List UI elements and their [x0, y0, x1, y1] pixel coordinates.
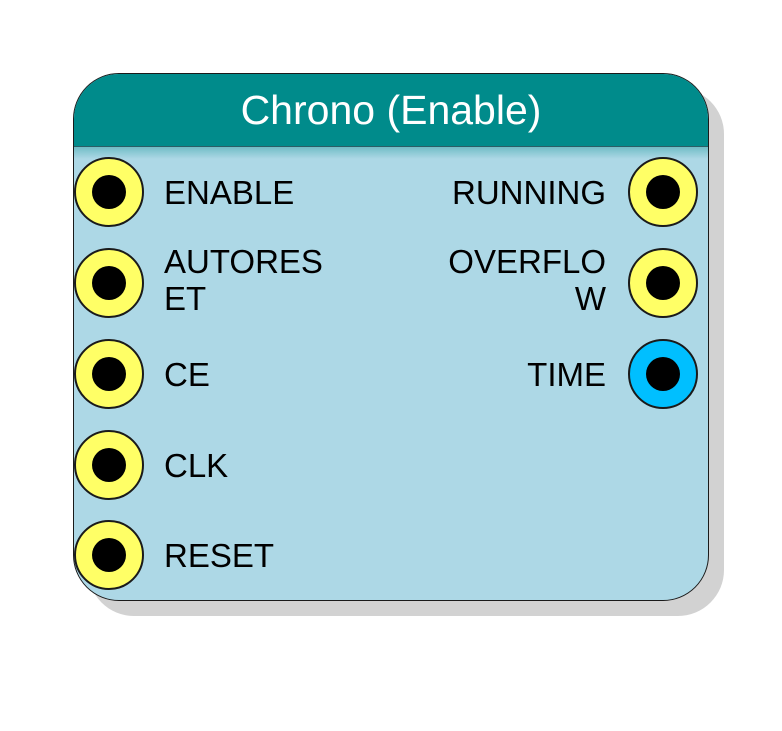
input-pin-reset[interactable]: [74, 520, 144, 590]
input-label-enable: ENABLE: [164, 174, 295, 211]
input-label-ce: CE: [164, 356, 210, 393]
output-label-time: TIME: [527, 356, 606, 393]
input-pin-autoreset[interactable]: [74, 248, 144, 318]
header-fade: [74, 147, 708, 159]
pin-hole: [646, 357, 680, 391]
block-header: Chrono (Enable): [74, 74, 708, 147]
output-label-overflow: OVERFLO W: [448, 243, 606, 317]
input-label-autoreset: AUTORES ET: [164, 243, 323, 317]
input-pin-enable[interactable]: [74, 157, 144, 227]
input-pin-ce[interactable]: [74, 339, 144, 409]
output-pin-time[interactable]: [628, 339, 698, 409]
pin-hole: [646, 175, 680, 209]
pin-hole: [92, 175, 126, 209]
pin-hole: [92, 266, 126, 300]
output-pin-overflow[interactable]: [628, 248, 698, 318]
block-title: Chrono (Enable): [240, 87, 542, 133]
output-label-running: RUNNING: [452, 174, 606, 211]
pin-hole: [646, 266, 680, 300]
pin-hole: [92, 357, 126, 391]
input-pin-clk[interactable]: [74, 430, 144, 500]
pin-hole: [92, 538, 126, 572]
input-label-reset: RESET: [164, 537, 275, 574]
input-label-clk: CLK: [164, 447, 229, 484]
chrono-enable-block[interactable]: Chrono (Enable): [73, 73, 709, 601]
output-pin-running[interactable]: [628, 157, 698, 227]
pin-hole: [92, 448, 126, 482]
